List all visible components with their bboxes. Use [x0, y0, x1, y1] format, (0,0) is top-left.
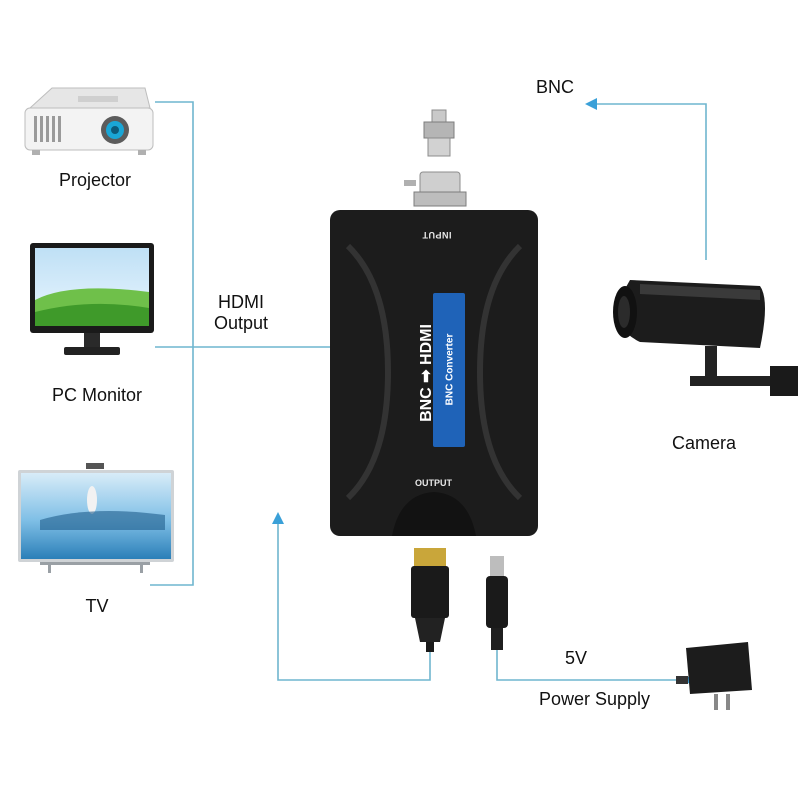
hdmi-bus-line	[150, 101, 194, 586]
camera-icon	[613, 280, 798, 396]
input-port-label: INPUT	[422, 230, 452, 240]
projector-label: Projector	[58, 170, 132, 190]
hdmi-output-label-line2: Output	[214, 313, 269, 333]
bnc-connector-icon	[423, 109, 455, 157]
hdmi-output-label-line1: HDMI	[218, 292, 264, 312]
power-supply-label: Power Supply	[539, 689, 651, 709]
dc-plug-icon	[486, 556, 508, 650]
power-line	[496, 650, 690, 681]
projector-icon	[24, 87, 154, 155]
bnc-camera-line	[595, 103, 707, 260]
tv-icon	[18, 463, 174, 573]
arrow-up-icon	[272, 512, 284, 524]
hdmi-plug-icon	[411, 548, 449, 652]
badge-subtitle: BNC Converter	[444, 333, 456, 406]
hdmi-return-line	[277, 520, 431, 681]
bnc-port	[404, 171, 467, 207]
power-adapter-icon	[676, 642, 752, 710]
converter-device	[330, 210, 538, 536]
five-volt-label: 5V	[565, 648, 588, 668]
output-port-label: OUTPUT	[415, 478, 452, 488]
connection-lines	[150, 101, 707, 681]
tv-label: TV	[85, 596, 109, 616]
badge-title: BNC ➡ HDMI	[418, 324, 435, 422]
pc-monitor-label: PC Monitor	[51, 385, 143, 405]
arrow-left-icon	[585, 98, 597, 110]
pc-monitor-icon	[30, 243, 154, 355]
bnc-label: BNC	[536, 77, 575, 97]
brand-badge	[433, 293, 465, 447]
camera-label: Camera	[671, 433, 737, 453]
